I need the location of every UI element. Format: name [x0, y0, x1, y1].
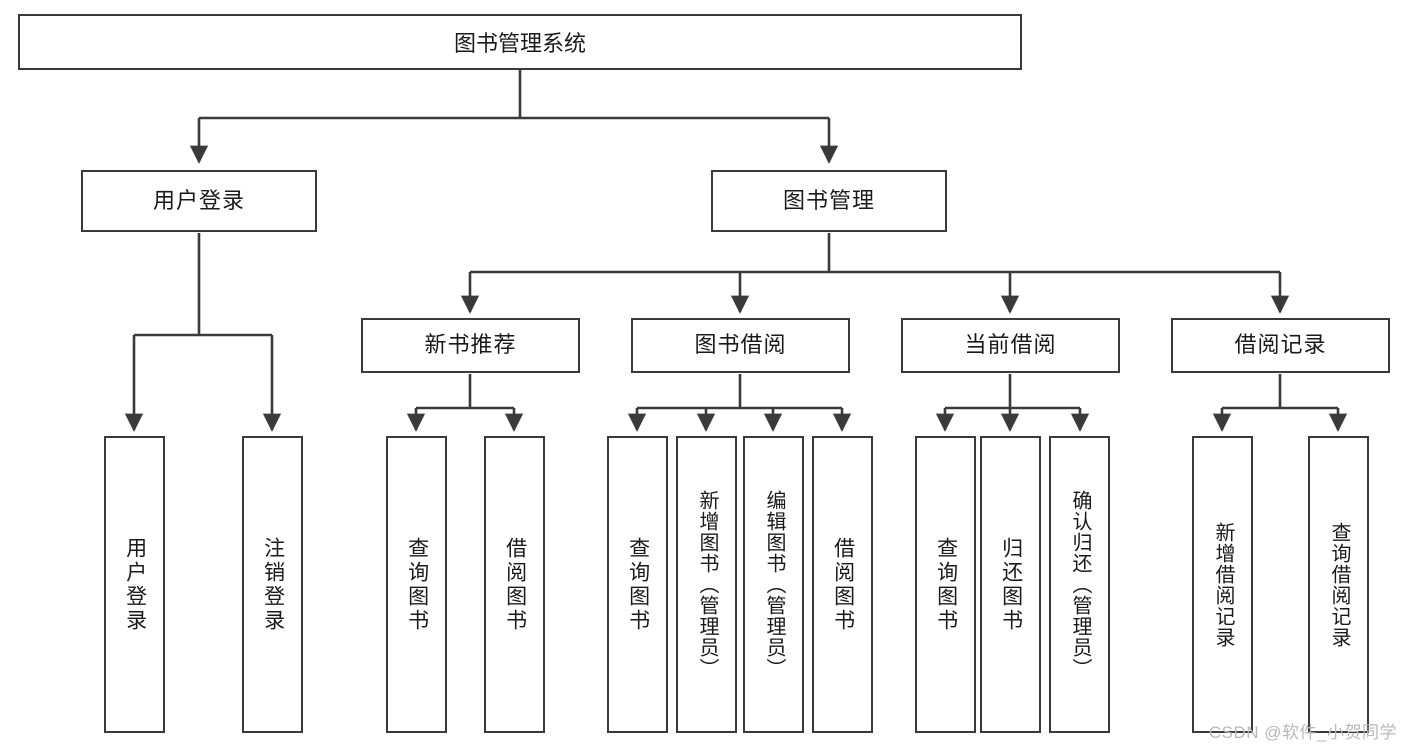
node-label: 用户登录: [123, 536, 147, 633]
node-label: 图书借阅: [694, 332, 787, 358]
node-user-login[interactable]: 用户登录: [81, 170, 317, 232]
node-new-book-recommend[interactable]: 新书推荐: [361, 318, 580, 373]
node-label: 新增图书（管理员）: [696, 490, 718, 679]
node-label: 归还图书: [999, 536, 1023, 633]
leaf-user-login-login[interactable]: 用户登录: [104, 436, 165, 733]
node-label: 查询借阅记录: [1328, 521, 1350, 648]
leaf-book-borrow-edit[interactable]: 编辑图书（管理员）: [743, 436, 804, 733]
leaf-book-borrow-query[interactable]: 查询图书: [607, 436, 668, 733]
leaf-user-login-logout[interactable]: 注销登录: [242, 436, 303, 733]
node-label: 借阅图书: [831, 536, 855, 633]
node-label: 图书管理: [782, 187, 875, 213]
node-current-borrow[interactable]: 当前借阅: [901, 318, 1120, 373]
node-label: 查询图书: [626, 536, 650, 633]
node-label: 确认归还（管理员）: [1069, 490, 1091, 679]
node-book-management[interactable]: 图书管理: [711, 170, 947, 232]
csdn-watermark: CSDN @软件_小贺同学: [1208, 723, 1397, 742]
node-borrow-record[interactable]: 借阅记录: [1171, 318, 1390, 373]
leaf-new-book-query[interactable]: 查询图书: [386, 436, 447, 733]
leaf-book-borrow-borrow[interactable]: 借阅图书: [812, 436, 873, 733]
leaf-current-borrow-return[interactable]: 归还图书: [980, 436, 1041, 733]
node-label: 借阅图书: [503, 536, 527, 633]
node-label: 图书管理系统: [453, 31, 586, 56]
node-label: 查询图书: [405, 536, 429, 633]
node-label: 查询图书: [934, 536, 958, 633]
node-label: 新书推荐: [424, 332, 517, 358]
node-label: 当前借阅: [964, 332, 1057, 358]
leaf-borrow-record-query[interactable]: 查询借阅记录: [1308, 436, 1369, 733]
node-root-system[interactable]: 图书管理系统: [18, 14, 1022, 70]
leaf-new-book-borrow[interactable]: 借阅图书: [484, 436, 545, 733]
leaf-borrow-record-add[interactable]: 新增借阅记录: [1192, 436, 1253, 733]
leaf-current-borrow-confirm-return[interactable]: 确认归还（管理员）: [1049, 436, 1110, 733]
leaf-book-borrow-add[interactable]: 新增图书（管理员）: [676, 436, 737, 733]
node-label: 编辑图书（管理员）: [763, 490, 785, 679]
leaf-current-borrow-query[interactable]: 查询图书: [915, 436, 976, 733]
node-label: 注销登录: [261, 536, 285, 633]
node-book-borrow[interactable]: 图书借阅: [631, 318, 850, 373]
node-label: 新增借阅记录: [1212, 521, 1234, 648]
node-label: 借阅记录: [1234, 332, 1327, 358]
node-label: 用户登录: [152, 187, 245, 213]
